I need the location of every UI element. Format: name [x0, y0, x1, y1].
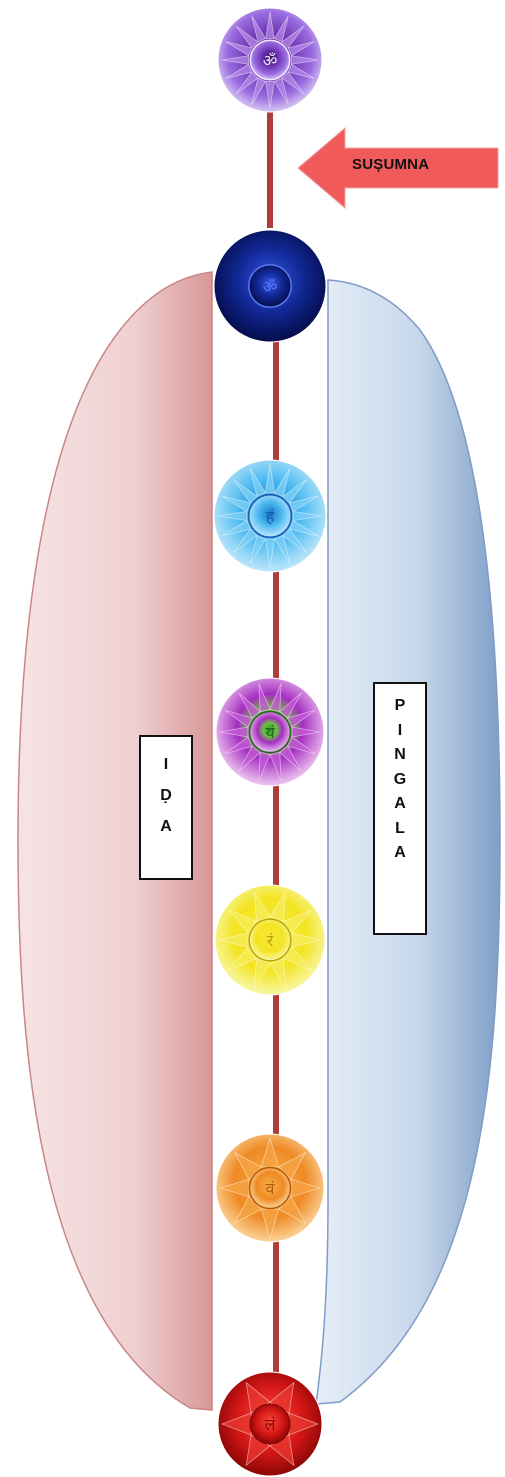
ida-letter: I [141, 749, 191, 780]
pingala-letter: G [375, 768, 425, 793]
susumna-label: SUȘUMNA [352, 156, 487, 180]
chakra-symbol: लं [265, 1415, 277, 1434]
chakra-symbol: ॐ [263, 51, 278, 70]
chakra-symbol: ॐ [263, 277, 278, 296]
chakra-symbol: रं [267, 931, 274, 950]
chakra-symbol: वं [266, 1179, 276, 1198]
ida-letter: Ḍ [141, 780, 191, 811]
pingala-letter: N [375, 743, 425, 768]
root-chakra-icon: लं [218, 1372, 322, 1476]
pingala-label-box: P I N G A L A [373, 682, 427, 935]
sacral-chakra-icon: वं [216, 1134, 324, 1242]
pingala-letter: A [375, 841, 425, 866]
chakra-symbol: हं [266, 507, 275, 526]
pingala-letter: P [375, 694, 425, 719]
chakra-symbol: यं [265, 723, 275, 742]
crown-chakra-icon: ॐ [218, 8, 322, 112]
third-eye-chakra-icon: ॐ [214, 230, 326, 342]
throat-chakra-icon: हं [214, 460, 326, 572]
ida-letter: A [141, 811, 191, 842]
pingala-letter: I [375, 719, 425, 744]
pingala-letter: L [375, 817, 425, 842]
heart-chakra-icon: यं [216, 678, 324, 786]
ida-label-box: I Ḍ A [139, 735, 193, 880]
pingala-letter: A [375, 792, 425, 817]
solar-plexus-chakra-icon: रं [215, 885, 325, 995]
